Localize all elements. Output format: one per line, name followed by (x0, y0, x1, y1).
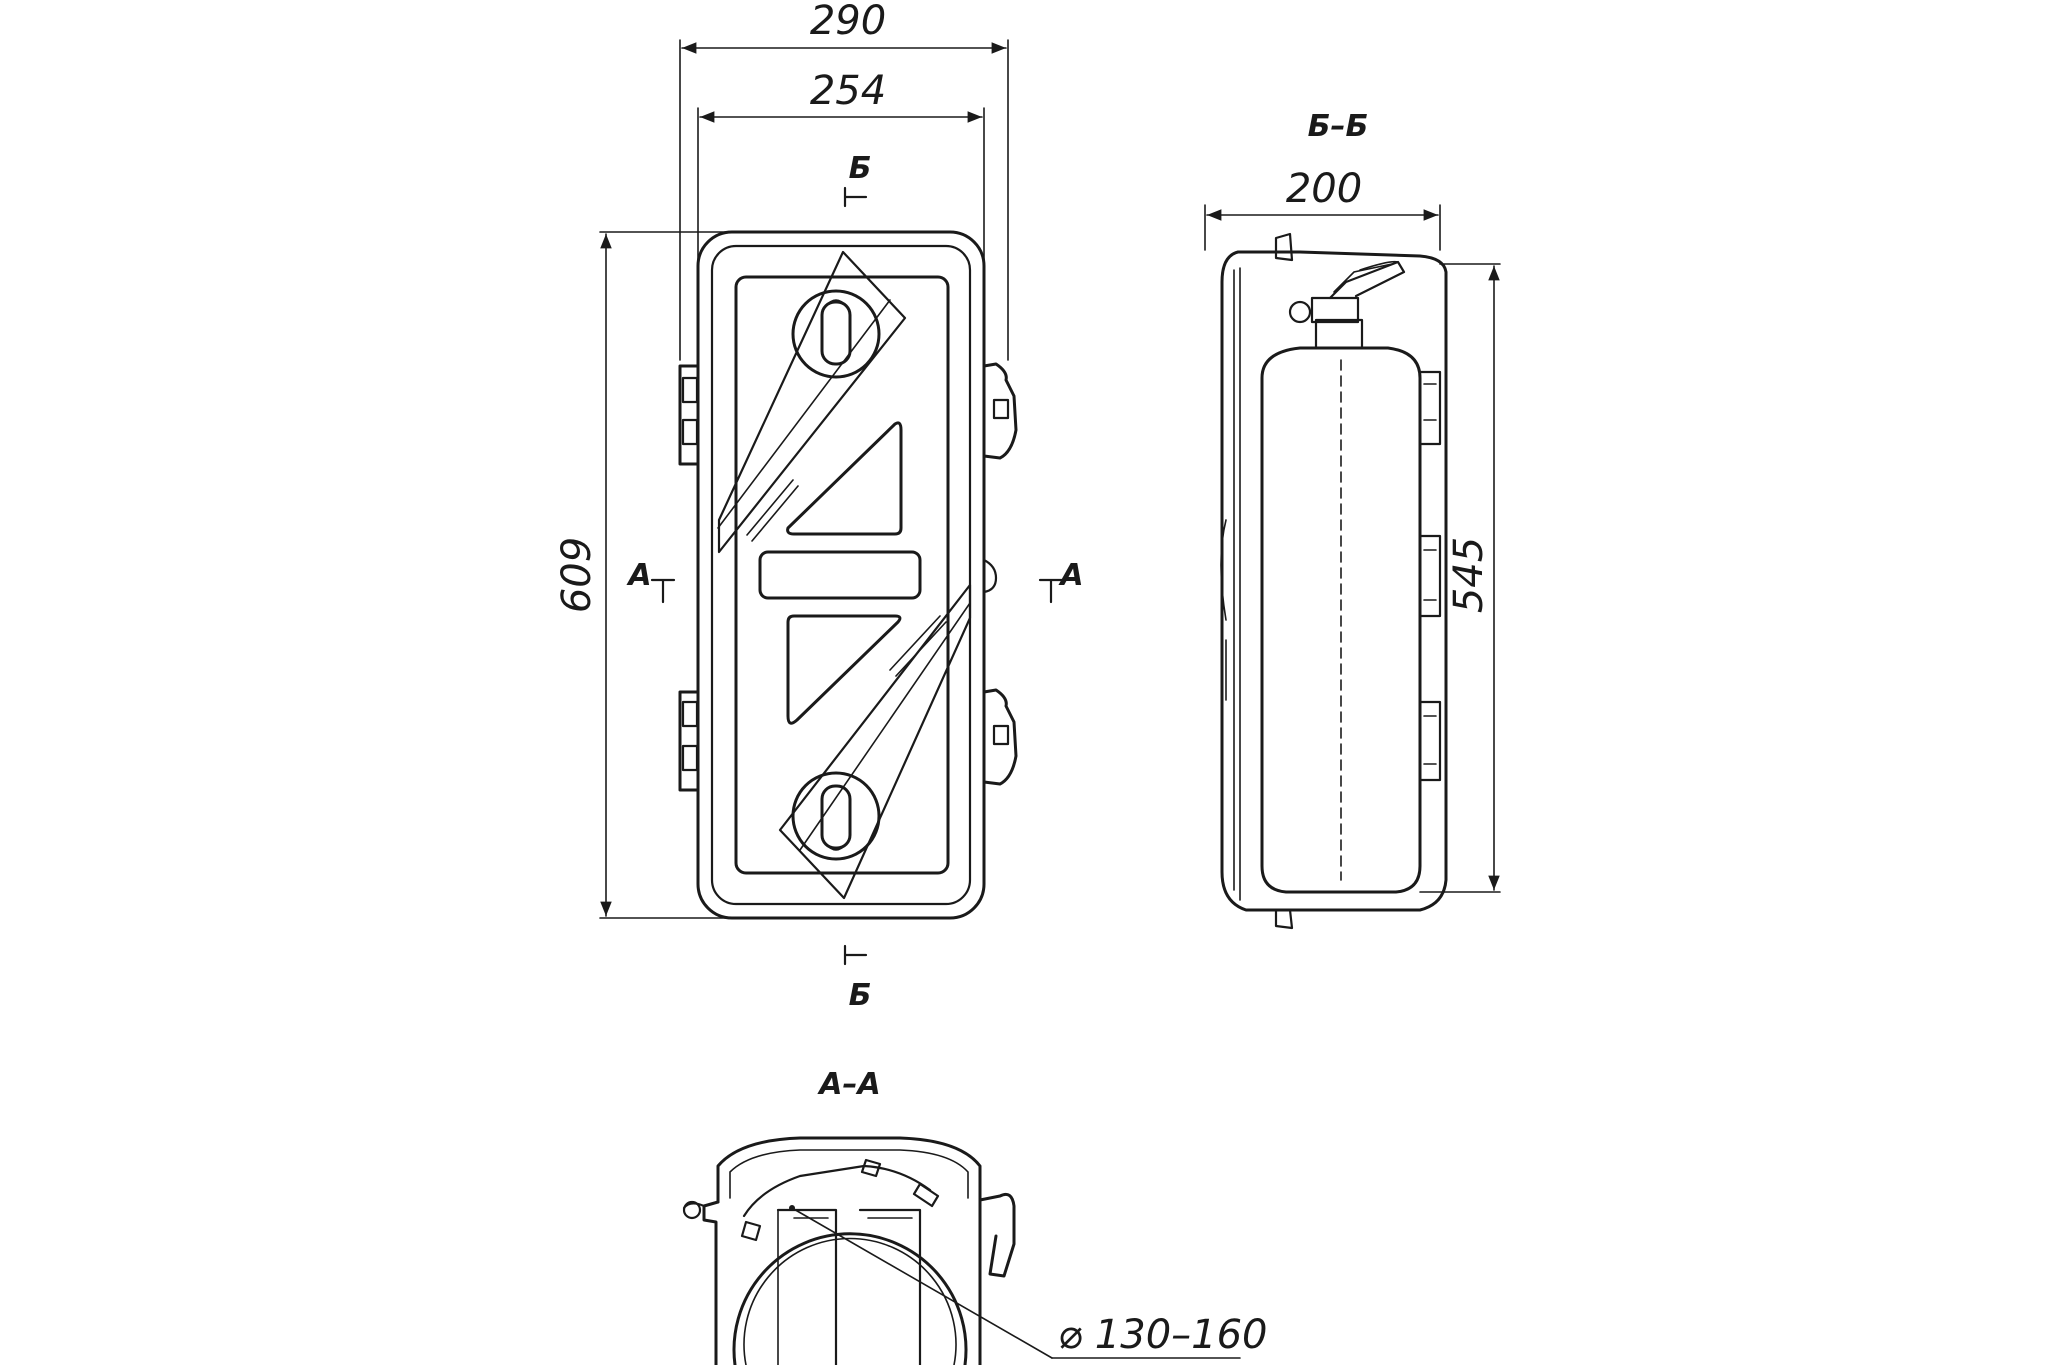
upper-lock-icon (791, 289, 881, 379)
section-depth-label: 200 (1286, 166, 1362, 212)
section-a-left-label: А (626, 558, 651, 593)
section-bb-view (1220, 232, 1448, 930)
right-latches (982, 362, 1018, 786)
inner-width-label: 254 (810, 68, 886, 114)
lower-lock-icon (791, 771, 881, 861)
section-height-label: 545 (1446, 537, 1492, 613)
front-view-dimensions (599, 39, 1009, 919)
section-bb-title: Б–Б (1308, 109, 1369, 144)
section-markers (650, 186, 1064, 966)
left-hinges (678, 364, 700, 792)
height-label: 609 (554, 537, 600, 613)
overall-width-label: 290 (810, 0, 886, 44)
section-bb-dimensions (1204, 204, 1501, 893)
extinguisher-icon (1260, 260, 1422, 894)
section-aa-view (682, 1136, 1241, 1365)
section-b-bottom-label: Б (849, 978, 872, 1013)
section-b-top-label: Б (849, 151, 872, 186)
diameter-label: ⌀ 130–160 (1058, 1312, 1268, 1358)
section-aa-title: А–А (817, 1067, 880, 1102)
section-a-right-label: А (1058, 558, 1083, 593)
front-view (678, 230, 1018, 920)
